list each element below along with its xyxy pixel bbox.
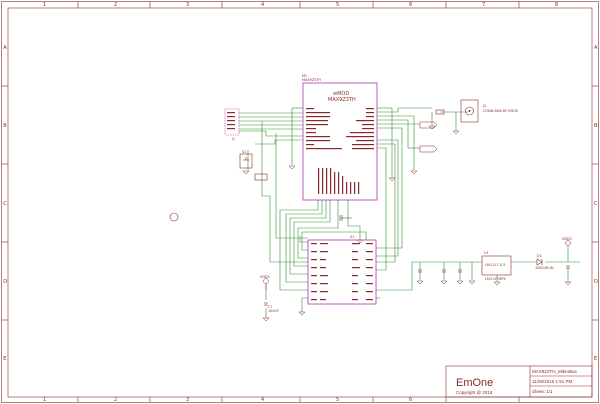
cap-value: 100nF <box>268 309 279 313</box>
column-label-top: 6 <box>409 2 412 8</box>
diode-value: 1N4148-MI <box>535 266 553 270</box>
ground-symbols <box>262 125 572 322</box>
row-label-right: E <box>594 356 597 362</box>
power-symbols <box>263 240 571 290</box>
title-block: EmOne Copyright @ 2018 MAX9Z3TH_MikroBus… <box>445 365 593 398</box>
column-label-bottom: 4 <box>261 397 264 403</box>
module-m1[interactable]: M1 MAX9Z3TH wMOD MAX9Z3TH <box>302 74 378 201</box>
column-labels: 1 2 3 4 5 6 7 8 1 2 3 4 5 6 <box>43 2 558 403</box>
button-s1[interactable]: S1 <box>239 150 268 181</box>
column-label-top: 5 <box>336 2 339 8</box>
diode-ref: D1 <box>537 254 542 258</box>
sheet-title: MAX9Z3TH_MikroBus <box>532 369 578 374</box>
header-j1[interactable]: J1 <box>224 108 240 141</box>
column-label-bottom: 6 <box>409 397 412 403</box>
column-label-top: 3 <box>186 2 189 8</box>
copyright-text: Copyright @ 2018 <box>456 390 493 395</box>
regulator-ref: U1 <box>484 251 489 255</box>
row-label-left: C <box>3 201 7 207</box>
module-name: wMOD <box>333 91 349 97</box>
regulator-u1[interactable]: U1 LM1117-3.3 LM1117MPX <box>481 251 512 281</box>
mounting-hole <box>169 212 179 222</box>
company-name: EmOne <box>456 377 493 389</box>
net-label-box <box>254 173 268 181</box>
row-label-right: A <box>594 45 598 51</box>
column-label-bottom: 5 <box>336 397 339 403</box>
resistor <box>435 109 445 115</box>
regulator-part: LM1117-3.3 <box>485 263 505 267</box>
column-label-top: 1 <box>43 2 46 8</box>
row-label-left: E <box>3 356 6 362</box>
net-labels <box>419 121 438 153</box>
column-label-top: 2 <box>114 2 117 8</box>
module-body <box>302 82 378 201</box>
module-part: MAX9Z3TH <box>302 78 321 82</box>
sheet-date: 11/29/2018 1:51 PM <box>532 379 572 384</box>
column-label-bottom: 3 <box>186 397 189 403</box>
row-labels: A B C D E A B C D E <box>3 45 598 362</box>
column-label-top: 4 <box>261 2 264 8</box>
header-ref: J1 <box>231 137 235 141</box>
column-label-top: 8 <box>555 2 558 8</box>
row-label-right: B <box>594 123 598 129</box>
sheet-number: Sheet: 1/1 <box>532 389 553 394</box>
regulator-value: LM1117MPX <box>485 277 506 281</box>
antenna-ref: J2 <box>482 104 486 108</box>
column-label-top: 7 <box>482 2 485 8</box>
module-ref: M1 <box>302 74 307 78</box>
button-ref: S1 <box>242 150 246 154</box>
row-label-left: B <box>3 123 7 129</box>
decoupling-caps <box>264 215 570 306</box>
mikrobus-ref: X1 <box>350 235 354 239</box>
column-label-bottom: 2 <box>114 397 117 403</box>
row-label-right: C <box>594 201 598 207</box>
column-label-bottom: 1 <box>43 397 46 403</box>
row-label-left: D <box>3 279 7 285</box>
cap-ref: C7 <box>268 305 273 309</box>
antenna-value: CONN-SMA-RF-EDGE <box>483 109 518 113</box>
wires <box>239 107 580 318</box>
antenna-j2[interactable]: J2 CONN-SMA-RF-EDGE <box>435 99 518 123</box>
diode-d1[interactable]: D1 1N4148-MI <box>535 254 553 270</box>
vcc-label: VDD3 <box>562 237 572 241</box>
row-label-right: D <box>594 279 598 285</box>
vcc-label-left: VDD3 <box>260 275 270 279</box>
mikrobus-x1[interactable]: X1 <box>307 235 377 305</box>
row-label-left: A <box>3 45 7 51</box>
module-value: MAX9Z3TH <box>328 97 356 103</box>
